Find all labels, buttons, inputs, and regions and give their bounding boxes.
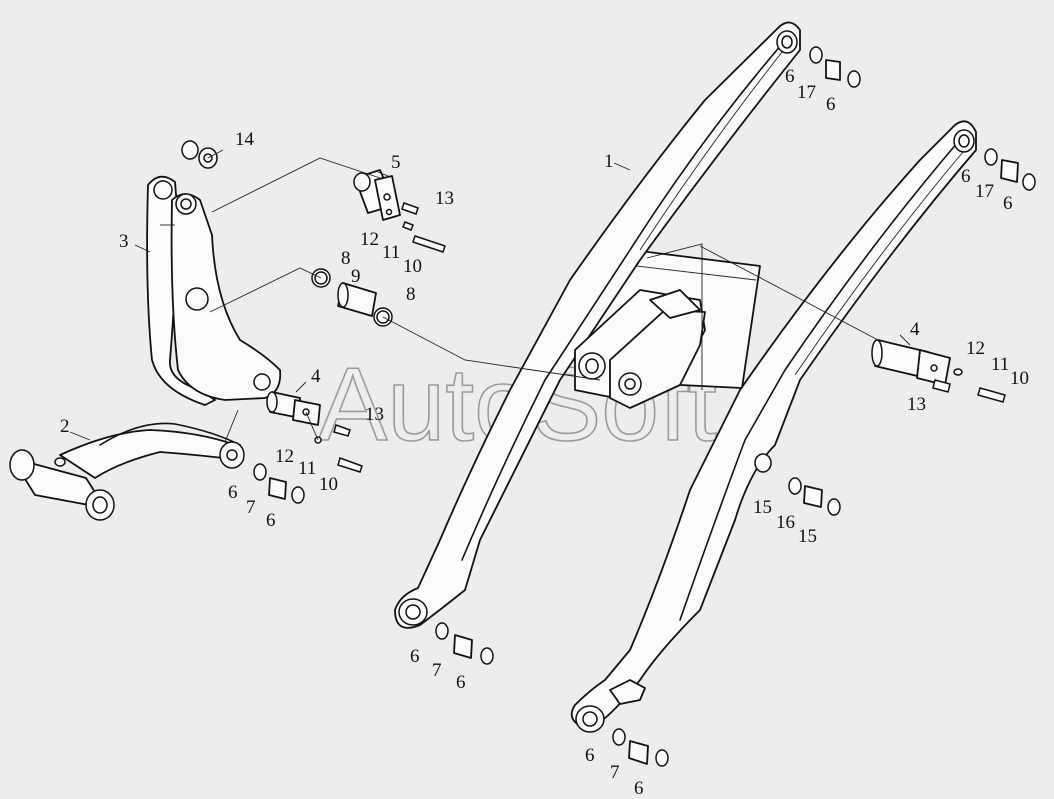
callout-label: 7	[432, 660, 442, 681]
callout-label: 8	[341, 248, 351, 269]
boom-arm-assembly	[394, 21, 977, 733]
callout-label: 8	[406, 284, 416, 305]
leader-lines	[69, 149, 911, 443]
callout-label: 13	[435, 188, 454, 209]
callout-label: 6	[228, 482, 238, 503]
callout-label: 10	[319, 474, 338, 495]
callout-label: 6	[634, 778, 644, 799]
joint-washers	[181, 46, 1036, 767]
callout-label: 4	[910, 319, 920, 340]
bellcrank	[146, 175, 282, 406]
callout-label: 6	[266, 510, 276, 531]
callout-label: 17	[797, 82, 816, 103]
callout-label: 3	[119, 231, 129, 252]
callout-label: 9	[351, 266, 361, 287]
callout-label: 6	[961, 166, 971, 187]
boom-center-bracket	[574, 289, 706, 409]
callout-label: 10	[403, 256, 422, 277]
callout-label: 6	[585, 745, 595, 766]
callout-label: 6	[785, 66, 795, 87]
callout-label: 7	[610, 762, 620, 783]
pin-4-right	[871, 339, 1006, 403]
callout-label: 11	[382, 242, 400, 263]
callout-label: 12	[966, 338, 985, 359]
callout-label: 16	[776, 512, 795, 533]
callout-labels: 1 2 3 4 4 5 6 6 6 6 6 6 6 6 6 6 7 7 7 8 …	[60, 66, 1029, 799]
callout-label: 6	[826, 94, 836, 115]
callout-label: 13	[907, 394, 926, 415]
callout-label: 2	[60, 416, 70, 437]
callout-label: 5	[391, 152, 401, 173]
callout-label: 6	[410, 646, 420, 667]
callout-label: 13	[365, 404, 384, 425]
boom-arm-left	[394, 21, 801, 629]
callout-label: 15	[798, 526, 817, 547]
callout-label: 17	[975, 181, 994, 202]
callout-label: 11	[298, 458, 316, 479]
callout-label: 6	[456, 672, 466, 693]
boom-arm-right	[570, 120, 977, 733]
callout-label: 15	[753, 497, 772, 518]
callout-label: 6	[1003, 193, 1013, 214]
callout-label: 12	[275, 446, 294, 467]
lever-shaft	[9, 422, 245, 521]
pin-5	[353, 169, 401, 221]
callout-label: 1	[604, 151, 614, 172]
callout-label: 12	[360, 229, 379, 250]
callout-label: 4	[311, 366, 321, 387]
seal-and-bushing-set	[311, 268, 393, 327]
callout-label: 10	[1010, 368, 1029, 389]
callout-label: 11	[991, 354, 1009, 375]
callout-label: 14	[235, 129, 255, 150]
callout-label: 7	[246, 497, 256, 518]
